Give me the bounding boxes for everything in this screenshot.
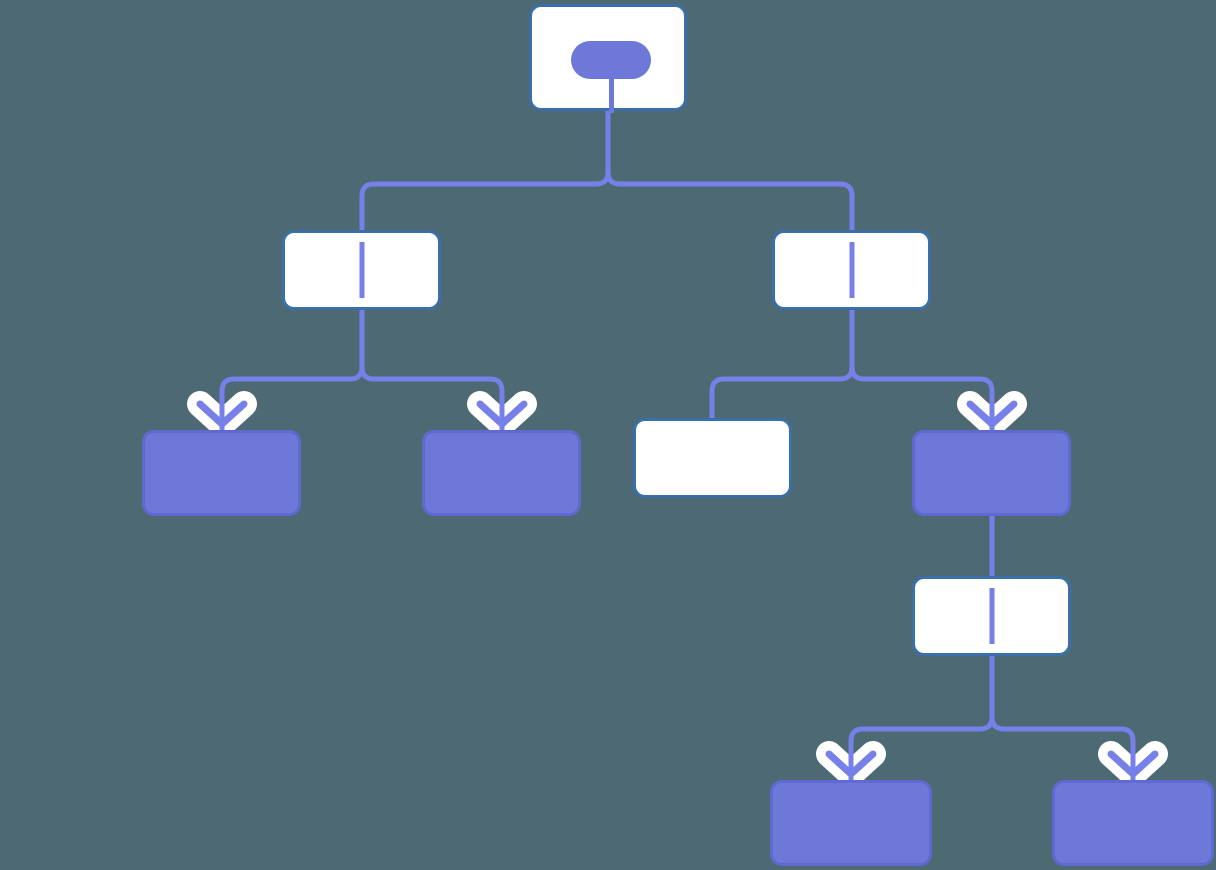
edge-branch-left-to-leaf-two-arrow-halo <box>467 391 537 437</box>
edge-branch-left-to-leaf-two-arrowhead <box>476 400 528 428</box>
sub-leaf-two-node[interactable] <box>1052 780 1214 866</box>
root-node[interactable] <box>529 4 687 113</box>
edge-branch-left-to-leaf-two <box>359 310 505 430</box>
leaf-left-one-node[interactable] <box>142 430 301 516</box>
branch-left-node[interactable] <box>282 230 441 310</box>
edge-root-to-branch-right <box>605 110 855 230</box>
root-pill-marker <box>571 41 651 79</box>
edge-branch-right-to-leaf-one <box>709 310 855 418</box>
edge-branch-left-to-leaf-one-arrowhead <box>196 400 248 428</box>
root-pill-stem <box>608 75 614 113</box>
edge-sub-branch-to-sub-leaf-one <box>848 656 995 780</box>
sub-leaf-one-node[interactable] <box>770 780 932 866</box>
branch-right-node[interactable] <box>772 230 931 310</box>
edge-sub-branch-to-sub-leaf-two <box>989 656 1136 780</box>
leaf-left-two-node[interactable] <box>422 430 581 516</box>
sub-branch-node[interactable] <box>912 576 1071 656</box>
edge-sub-branch-to-sub-leaf-one-arrowhead <box>825 750 877 778</box>
leaf-right-one-node[interactable] <box>633 418 792 498</box>
edge-sub-branch-to-sub-leaf-two-arrowhead <box>1107 750 1159 778</box>
edge-branch-right-to-leaf-two-arrowhead <box>966 400 1018 428</box>
edge-root-to-branch-left <box>359 110 611 230</box>
edge-branch-right-to-leaf-two <box>849 310 995 430</box>
edge-branch-left-to-leaf-one <box>219 310 365 430</box>
edge-branch-left-to-leaf-one-arrow-halo <box>187 391 257 437</box>
edge-sub-branch-to-sub-leaf-two-arrow-halo <box>1098 741 1168 787</box>
edge-branch-right-to-leaf-two-arrow-halo <box>957 391 1027 437</box>
edge-sub-branch-to-sub-leaf-one-arrow-halo <box>816 741 886 787</box>
leaf-right-two-node[interactable] <box>912 430 1071 516</box>
